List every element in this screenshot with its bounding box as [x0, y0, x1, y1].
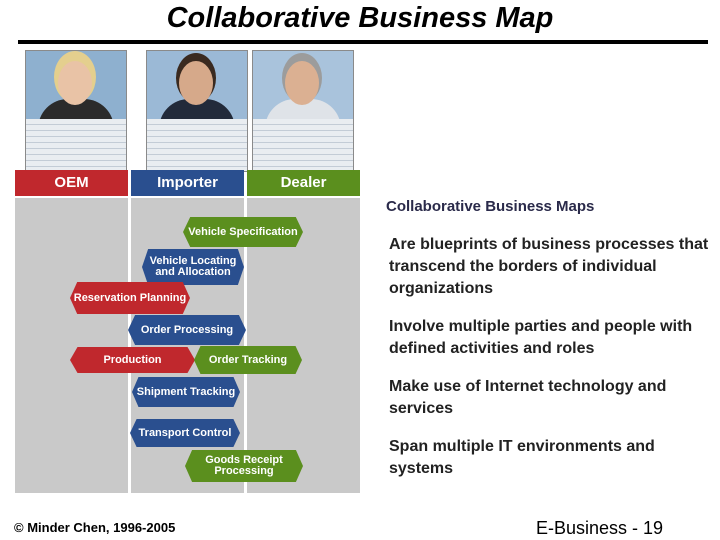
lane-divider: [128, 198, 131, 493]
importer-person-photo: [146, 50, 248, 172]
bullet-list: Are blueprints of business processes tha…: [389, 234, 714, 496]
swimlane-area: [15, 198, 360, 493]
bullet-item: Span multiple IT environments and system…: [389, 438, 655, 477]
step-order-tracking: Order Tracking: [194, 346, 302, 374]
slide-title: Collaborative Business Map: [166, 2, 554, 34]
step-order-processing: Order Processing: [128, 315, 246, 345]
bullet-item: Involve multiple parties and people with…: [389, 318, 693, 357]
step-reservation-planning: Reservation Planning: [70, 282, 190, 314]
step-vehicle-locating: Vehicle Locating and Allocation: [142, 249, 244, 285]
step-transport-control: Transport Control: [130, 419, 240, 447]
footer-copyright: © Minder Chen, 1996-2005: [14, 520, 176, 535]
step-shipment-tracking: Shipment Tracking: [132, 377, 240, 407]
panel-title: Collaborative Business Maps: [386, 198, 595, 215]
step-production: Production: [70, 347, 195, 373]
lane-header-importer: Importer: [131, 170, 244, 196]
footer-page-label: E-Business - 19: [536, 518, 664, 538]
lane-divider: [244, 198, 247, 493]
step-vehicle-specification: Vehicle Specification: [183, 217, 303, 247]
lane-header-oem: OEM: [15, 170, 128, 196]
lane-header-dealer: Dealer: [247, 170, 360, 196]
oem-person-photo: [25, 50, 127, 172]
dealer-person-photo: [252, 50, 354, 172]
step-goods-receipt-processing: Goods Receipt Processing: [185, 450, 303, 482]
bullet-item: Are blueprints of business processes tha…: [389, 236, 709, 297]
title-divider: [18, 40, 708, 44]
bullet-item: Make use of Internet technology and serv…: [389, 378, 667, 417]
